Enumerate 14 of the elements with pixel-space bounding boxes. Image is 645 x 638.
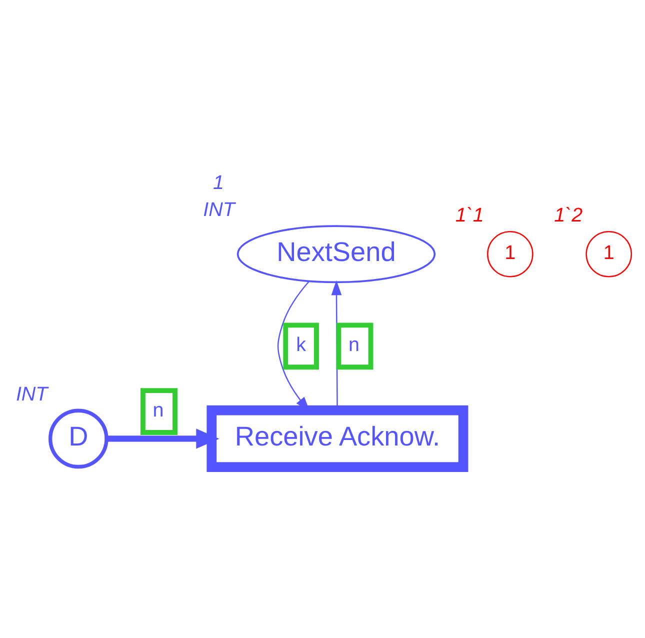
edge-label: k bbox=[296, 333, 306, 356]
node-label: 1`2 bbox=[554, 204, 583, 226]
node-circle: 1 bbox=[487, 230, 534, 277]
node-label: INT bbox=[16, 383, 48, 406]
edge-label: n bbox=[348, 333, 360, 356]
edge-label: n bbox=[152, 398, 164, 421]
node-label: 1`1 bbox=[455, 204, 484, 226]
node-label: 1 bbox=[212, 171, 224, 194]
node-box: Receive Acknow. bbox=[206, 404, 468, 472]
arrow bbox=[106, 428, 220, 448]
node-circle: D bbox=[48, 408, 108, 468]
node-ellipse: NextSend bbox=[236, 224, 436, 283]
node-label: INT bbox=[203, 198, 235, 221]
node-circle: 1 bbox=[586, 230, 632, 277]
